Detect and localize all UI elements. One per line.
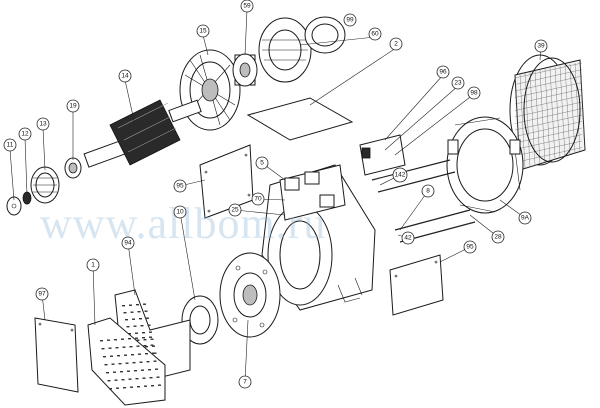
callout-42: 42 [401,231,415,245]
callout-9a: 9A [518,211,532,225]
mesh-cylinder-part [509,54,586,171]
end-frame-part [446,116,524,214]
svg-text:8: 8 [426,188,430,195]
callout-60: 60 [368,27,382,41]
callout-94: 94 [121,236,135,250]
left-panel-part [34,317,79,393]
watermark-text: www.allbom.ru [40,199,326,248]
callout-1: 1 [86,258,100,272]
callout-70: 70 [251,192,265,206]
callout-5: 5 [255,156,269,170]
svg-text:13: 13 [39,121,47,128]
svg-text:23: 23 [454,80,462,87]
svg-text:42: 42 [404,235,412,242]
fan-part [179,49,241,131]
callout-25: 25 [228,203,242,217]
svg-text:2: 2 [394,41,398,48]
bearing-housing-part [181,295,219,345]
callout-23: 23 [451,76,465,90]
svg-text:19: 19 [69,103,77,110]
svg-text:59: 59 [243,3,251,10]
svg-text:14: 14 [121,73,129,80]
leader-lines [9,9,542,383]
callout-labels: 11 12 13 19 14 15 59 99 60 2 96 23 98 39… [3,0,548,389]
svg-text:28: 28 [494,234,502,241]
svg-text:96: 96 [439,69,447,76]
bearing-part [64,157,82,179]
svg-text:98: 98 [470,90,478,97]
callout-19: 19 [66,99,80,113]
callout-12: 12 [18,127,32,141]
svg-text:95: 95 [176,183,184,190]
callout-13: 13 [36,117,50,131]
top-cover-part [246,97,354,141]
lower-panel-part [389,254,444,316]
svg-text:12: 12 [21,131,29,138]
svg-text:7: 7 [243,379,247,386]
callout-14: 14 [118,69,132,83]
callout-7: 7 [238,375,252,389]
svg-text:9A: 9A [521,215,530,222]
callout-10: 10 [173,205,187,219]
ring-part [304,16,346,54]
callout-97: 97 [35,287,49,301]
svg-text:95: 95 [466,244,474,251]
callout-95-upper: 95 [173,179,187,193]
svg-text:11: 11 [7,142,14,149]
end-shield-part [219,252,281,338]
svg-text:5: 5 [260,160,264,167]
callout-11: 11 [3,138,17,152]
svg-text:94: 94 [124,240,132,247]
svg-text:99: 99 [346,17,354,24]
rotor-part [83,99,202,168]
svg-text:39: 39 [537,43,545,50]
main-housing-part [261,164,376,311]
callout-28: 28 [491,230,505,244]
callout-59: 59 [240,0,254,13]
svg-text:97: 97 [38,291,46,298]
svg-text:10: 10 [176,209,184,216]
stator-disc-part [258,17,312,83]
callout-96: 96 [436,65,450,79]
callout-15: 15 [196,24,210,38]
small-disc-part [6,191,32,216]
svg-text:25: 25 [231,207,239,214]
svg-text:1: 1 [91,262,95,269]
callout-98: 98 [467,86,481,100]
svg-text:142: 142 [395,172,406,179]
callout-8: 8 [421,184,435,198]
callout-142: 142 [392,167,408,183]
svg-text:15: 15 [199,28,207,35]
svg-text:60: 60 [371,31,379,38]
callout-2: 2 [389,37,403,51]
lower-cover-part [87,317,166,406]
svg-text:70: 70 [254,196,262,203]
callout-95-lower: 95 [463,240,477,254]
callout-99: 99 [343,13,357,27]
callout-39: 39 [534,39,548,53]
coupling-part [30,166,60,204]
exciter-part [232,53,258,87]
